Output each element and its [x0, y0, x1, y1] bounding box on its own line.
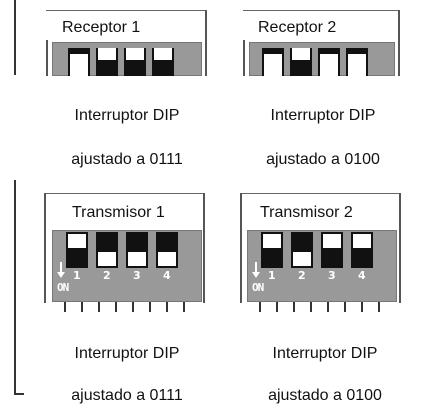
transmitter-1-switch-number-3: 3 [133, 269, 141, 282]
transmitter-2-slot-4 [351, 232, 373, 268]
transmitter-1-pin [166, 302, 168, 312]
transmitter-2-switch-number-4: 4 [358, 269, 366, 282]
transmitter-1-caption-line2: ajustado a 0111 [71, 387, 183, 404]
transmitter-1-switch-number-4: 4 [163, 269, 171, 282]
transmitter-2-frame-right [399, 193, 401, 303]
transmitter-2-arrow-stem [255, 262, 257, 272]
receiver-2-slot-2 [290, 48, 312, 76]
transmitter-1-pin [81, 302, 83, 312]
transmitter-1-pin [98, 302, 100, 312]
receiver-2-frame-top [243, 10, 400, 11]
receiver-2-title: Receptor 2 [254, 18, 341, 38]
receiver-2-slot-4 [346, 48, 368, 76]
transmitter-2-pin [293, 302, 295, 312]
transmitter-1-knob-1 [68, 234, 86, 248]
transmitter-2-pin [276, 302, 278, 312]
transmitter-2-knob-4 [353, 234, 371, 248]
transmitter-2-frame-left [240, 193, 242, 303]
left-bracket-line [14, 0, 16, 75]
transmitter-1-down-arrow-icon [57, 272, 65, 278]
transmitter-2-knob-3 [323, 234, 341, 248]
receiver-1-slot-1 [68, 48, 90, 76]
transmitter-1-switch-number-1: 1 [73, 269, 81, 282]
transmitter-1-switch-number-2: 2 [103, 269, 111, 282]
transmitter-1-title: Transmisor 1 [68, 203, 169, 223]
receiver-1-frame-top [46, 10, 206, 11]
transmitter-1-pin [64, 302, 66, 312]
left-bracket-line-lower [14, 180, 16, 395]
transmitter-2-caption-line1: Interruptor DIP [272, 345, 378, 362]
transmitter-2-slot-2 [291, 232, 313, 268]
receiver-1-slot-3 [124, 48, 146, 76]
receiver-2-caption-line2: ajustado a 0100 [266, 151, 380, 168]
receiver-1-slot-2 [96, 48, 118, 76]
transmitter-2-switch-number-2: 2 [298, 269, 306, 282]
transmitter-1-slot-3 [126, 232, 148, 268]
transmitter-2-title: Transmisor 2 [256, 203, 357, 223]
transmitter-2-caption-line2: ajustado a 0100 [268, 387, 382, 404]
transmitter-2-switch-number-3: 3 [328, 269, 336, 282]
transmitter-2-pin [310, 302, 312, 312]
transmitter-2-slot-1 [261, 232, 283, 268]
receiver-2-frame-right [398, 10, 400, 76]
receiver-1-slot-4 [152, 48, 174, 76]
receiver-2-frame-left [243, 40, 245, 76]
transmitter-1-knob-4 [158, 252, 176, 266]
transmitter-1-pin [149, 302, 151, 312]
transmitter-2-pin [259, 302, 261, 312]
transmitter-2-pin [361, 302, 363, 312]
receiver-1-title: Receptor 1 [58, 18, 145, 38]
receiver-1-caption-line2: ajustado a 0111 [71, 151, 183, 168]
transmitter-2-pin [327, 302, 329, 312]
transmitter-2-pin [344, 302, 346, 312]
receiver-2-slot-3 [318, 48, 340, 76]
transmitter-2-on-label: ON [252, 281, 264, 294]
transmitter-1-on-label: ON [57, 281, 69, 294]
transmitter-2-frame-top [240, 193, 400, 194]
transmitter-1-frame-left [44, 193, 46, 303]
receiver-1-caption-line1: Interruptor DIP [74, 107, 180, 124]
transmitter-2-knob-1 [263, 234, 281, 248]
left-bracket-foot [14, 393, 24, 395]
receiver-1-frame-left [46, 40, 48, 76]
transmitter-1-slot-4 [156, 232, 178, 268]
transmitter-1-pin [132, 302, 134, 312]
receiver-2-caption-line1: Interruptor DIP [270, 107, 376, 124]
transmitter-2-pin [378, 302, 380, 312]
receiver-2-slot-1 [262, 48, 284, 76]
transmitter-1-slot-1 [66, 232, 88, 268]
transmitter-1-knob-3 [128, 252, 146, 266]
transmitter-1-caption-line1: Interruptor DIP [74, 345, 180, 362]
transmitter-1-pin [183, 302, 185, 312]
transmitter-2-down-arrow-icon [252, 272, 260, 278]
transmitter-2-slot-3 [321, 232, 343, 268]
receiver-1-frame-right [205, 10, 207, 76]
transmitter-1-knob-2 [98, 252, 116, 266]
transmitter-1-frame-right [203, 193, 205, 303]
transmitter-2-knob-2 [293, 252, 311, 266]
transmitter-2-switch-number-1: 1 [268, 269, 276, 282]
transmitter-1-frame-top [44, 193, 204, 194]
transmitter-1-pin [115, 302, 117, 312]
transmitter-1-arrow-stem [60, 262, 62, 272]
transmitter-1-slot-2 [96, 232, 118, 268]
